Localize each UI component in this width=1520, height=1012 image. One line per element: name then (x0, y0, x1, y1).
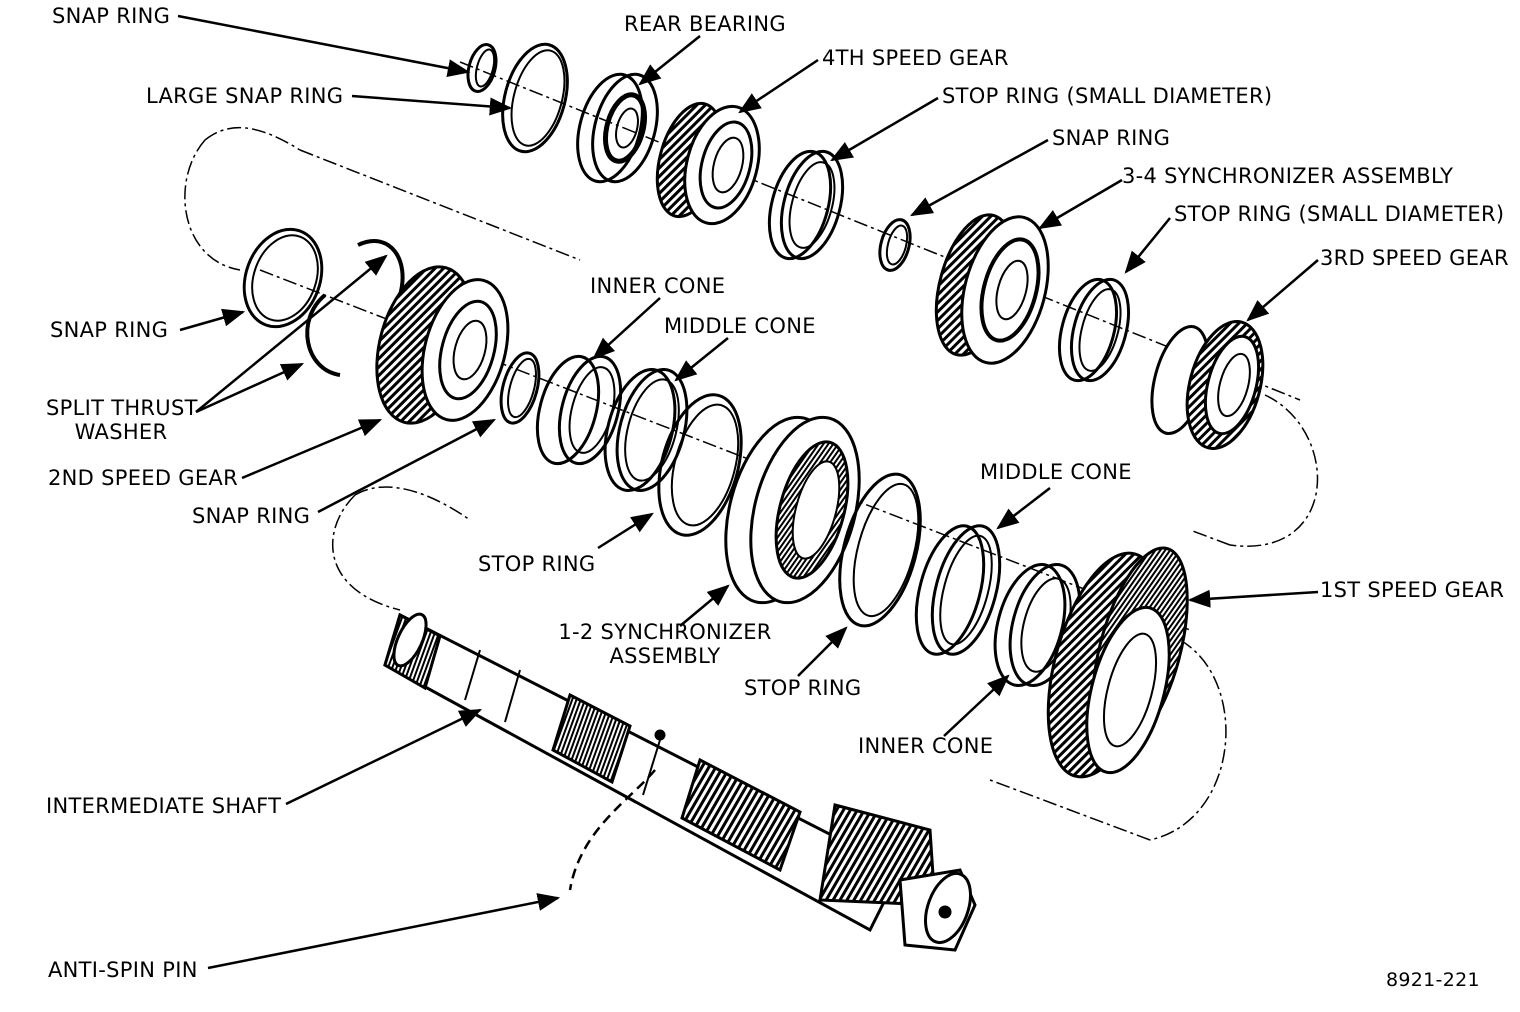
label-second-speed-gear: 2ND SPEED GEAR (48, 466, 238, 490)
third-speed-gear-part (1150, 320, 1265, 450)
snap-ring-left-part (242, 227, 324, 329)
label-snap-ring-lower: SNAP RING (192, 504, 311, 528)
label-intermediate-shaft: INTERMEDIATE SHAFT (46, 794, 282, 818)
intermediate-shaft-part (383, 612, 977, 952)
label-stop-ring-1: STOP RING (478, 552, 596, 576)
stop-ring-2-part (838, 472, 922, 628)
label-first-speed-gear: 1ST SPEED GEAR (1320, 578, 1505, 602)
snap-ring-small-top (466, 43, 498, 93)
inner-cone-1-part (535, 354, 623, 466)
label-stop-ring-2: STOP RING (744, 676, 862, 700)
label-split-thrust-washer-line2: WASHER (74, 420, 168, 444)
label-fourth-speed-gear: 4TH SPEED GEAR (822, 46, 1009, 70)
stop-ring-1-part (657, 393, 743, 537)
label-synchronizer-1-2: 1-2 SYNCHRONIZER ASSEMBLY (554, 620, 776, 668)
label-synchronizer-1-2-line1: 1-2 SYNCHRONIZER (558, 620, 772, 644)
label-snap-ring-top: SNAP RING (52, 4, 171, 28)
middle-cone-1-part (603, 368, 689, 492)
label-rear-bearing: REAR BEARING (624, 12, 786, 36)
label-inner-cone-1: INNER CONE (590, 274, 726, 298)
stop-ring-small-1-part (767, 149, 845, 261)
synchronizer-3-4-part (934, 213, 1050, 365)
label-synchronizer-1-2-line2: ASSEMBLY (609, 644, 721, 668)
second-speed-gear-part (375, 265, 510, 425)
synchronizer-1-2-part (724, 415, 861, 605)
label-split-thrust-washer: SPLIT THRUST WASHER (46, 396, 198, 444)
label-large-snap-ring: LARGE SNAP RING (146, 84, 344, 108)
label-anti-spin-pin: ANTI-SPIN PIN (48, 958, 198, 982)
label-split-thrust-washer-line1: SPLIT THRUST (46, 396, 198, 420)
label-third-speed-gear: 3RD SPEED GEAR (1320, 246, 1509, 270)
label-snap-ring-left: SNAP RING (50, 318, 169, 342)
center-axis-lines (184, 61, 1319, 841)
label-inner-cone-2: INNER CONE (858, 734, 994, 758)
stop-ring-small-2-part (1058, 277, 1130, 383)
snap-ring-mid-part (878, 218, 912, 272)
label-stop-ring-small-1: STOP RING (SMALL DIAMETER) (942, 84, 1273, 108)
label-snap-ring-mid: SNAP RING (1052, 126, 1171, 150)
figure-id: 8921-221 (1386, 969, 1480, 991)
rear-bearing-part (576, 72, 659, 184)
first-speed-gear-part (1046, 546, 1189, 779)
split-thrust-washer-part (305, 239, 405, 377)
large-snap-ring-part (501, 42, 569, 154)
middle-cone-2-part (914, 524, 1002, 656)
label-middle-cone-1: MIDDLE CONE (664, 314, 816, 338)
fourth-speed-gear-part (655, 101, 761, 226)
label-stop-ring-small-2: STOP RING (SMALL DIAMETER) (1174, 202, 1505, 226)
label-middle-cone-2: MIDDLE CONE (980, 460, 1132, 484)
snap-ring-lower-part (499, 351, 541, 425)
label-synchronizer-3-4: 3-4 SYNCHRONIZER ASSEMBLY (1122, 164, 1454, 188)
leader-lines (177, 14, 1319, 970)
